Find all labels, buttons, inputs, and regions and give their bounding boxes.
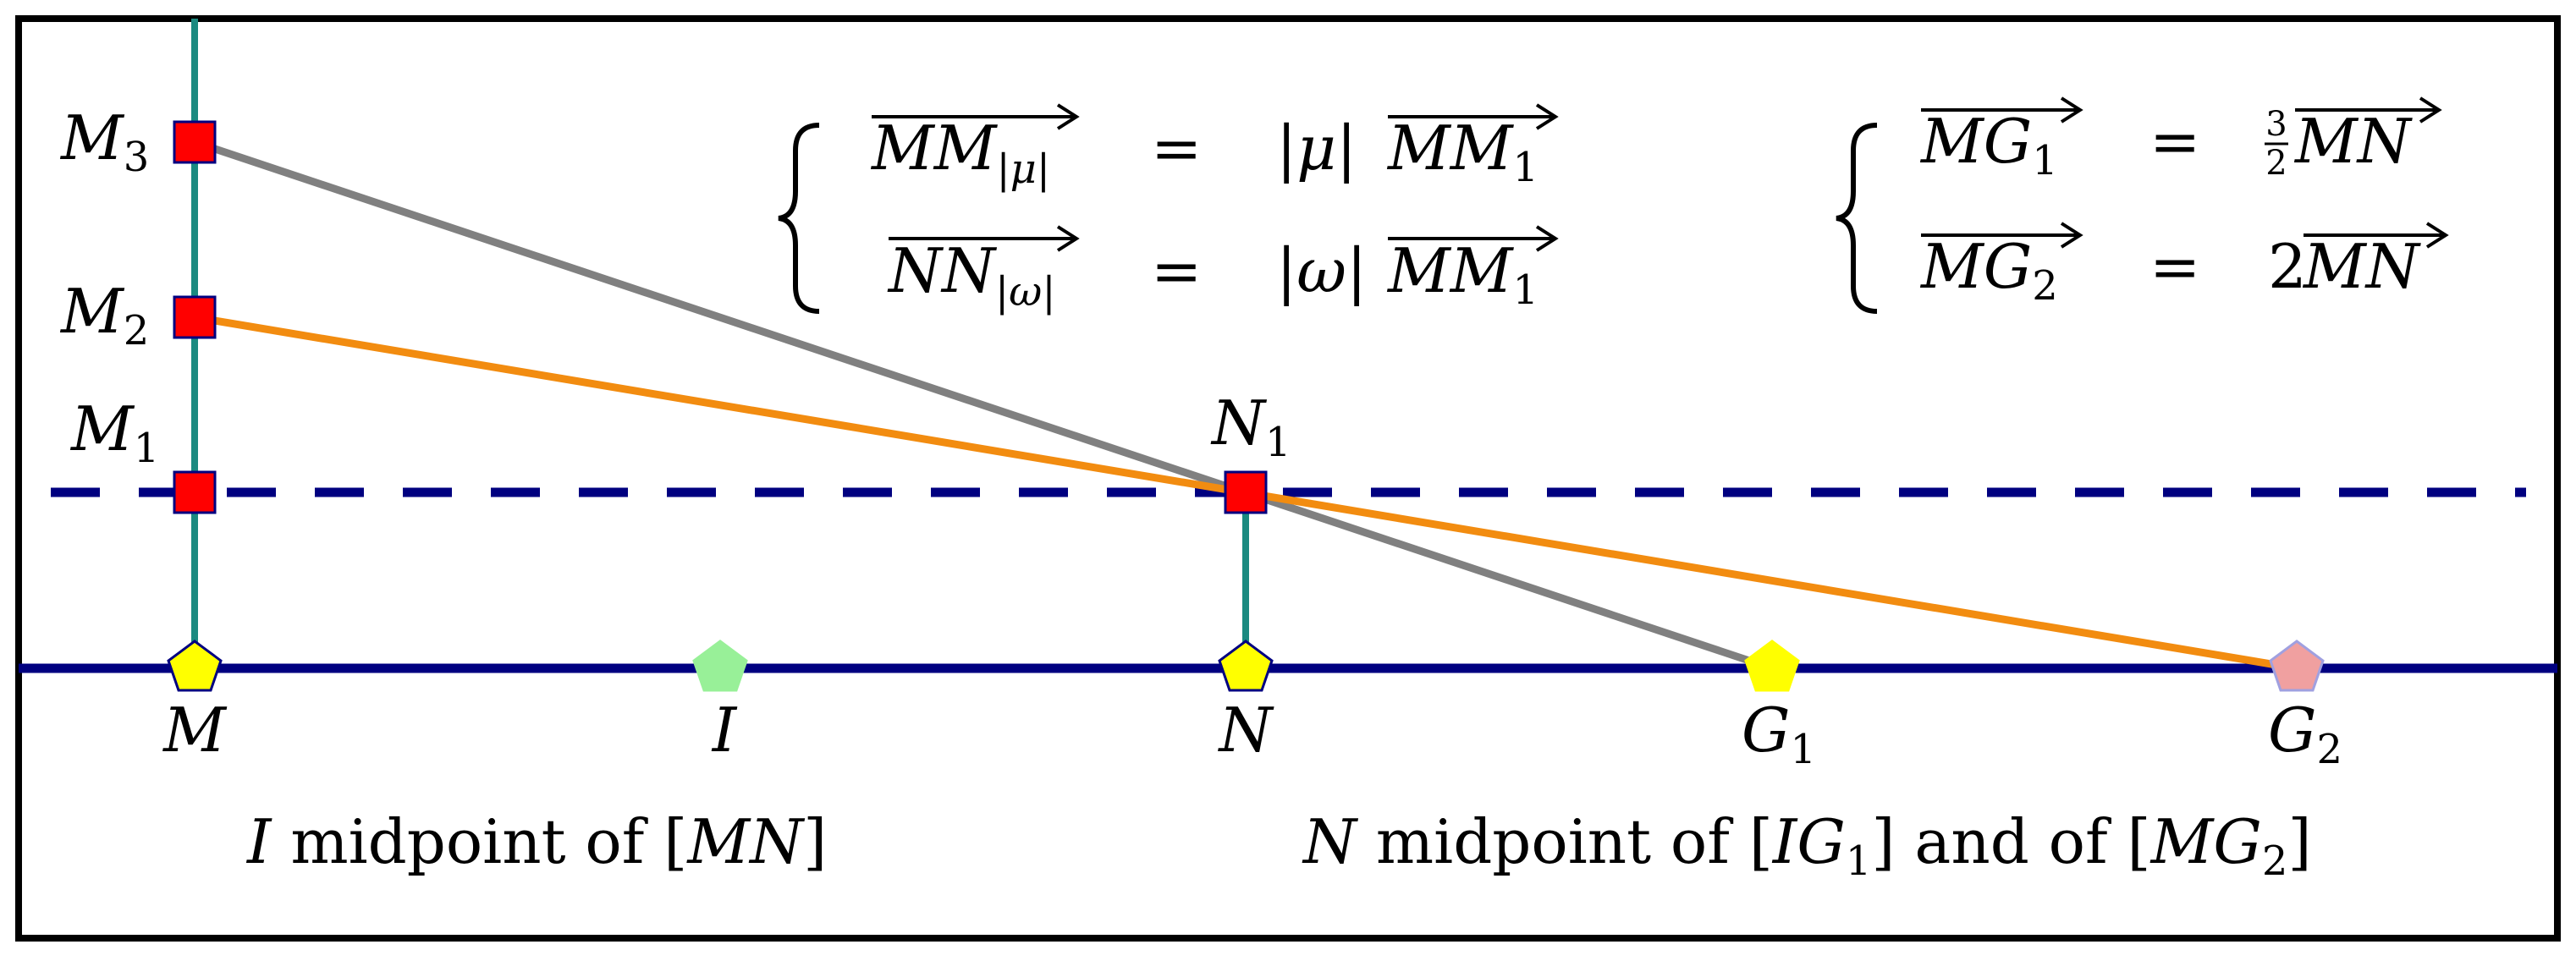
label-M1: M1 <box>69 393 159 472</box>
left-brace <box>778 123 820 314</box>
eq-left-row2-eq: = <box>1151 235 1202 306</box>
point-N1-marker <box>1224 470 1268 514</box>
caption-left: I midpoint of [MN] <box>245 806 827 877</box>
arrowhead <box>1535 225 1559 252</box>
eq-right-row1-rhs: MN <box>2293 106 2414 177</box>
arrowhead <box>1535 103 1559 130</box>
eq-left-row1-coef: |μ| <box>1276 113 1357 184</box>
label-N1: N1 <box>1210 387 1291 466</box>
figure-frame <box>15 15 2561 942</box>
arrowhead <box>2060 222 2083 249</box>
point-M-marker <box>167 640 223 692</box>
eq-left-row2-coef: |ω| <box>1276 235 1367 306</box>
point-G2-marker <box>2269 640 2325 692</box>
caption-right: N midpoint of [IG1] and of [MG2] <box>1302 806 2312 885</box>
equation-system-left: MM|μ| = |μ| MM1 NN|ω| = |ω| MM1 <box>778 103 1559 316</box>
eq-right-row1-frac-num: 3 <box>2265 105 2287 144</box>
label-I: I <box>711 695 738 766</box>
eq-right-row2-lhs: MG2 <box>1919 231 2058 310</box>
eq-right-row2-eq: = <box>2149 231 2200 302</box>
eq-right-row1-frac-den: 2 <box>2265 144 2287 183</box>
label-M: M <box>162 695 228 766</box>
line-M3-G1 <box>193 138 1774 673</box>
arrowhead <box>1056 225 1080 252</box>
point-N-marker <box>1218 640 1274 692</box>
point-M1-marker <box>173 470 217 514</box>
point-M3-marker <box>173 120 217 164</box>
arrowhead <box>2060 96 2083 124</box>
point-G1-marker <box>1744 640 1800 692</box>
eq-left-row2-lhs: NN|ω| <box>887 235 1055 316</box>
eq-right-row1-eq: = <box>2149 106 2200 177</box>
point-I-marker <box>692 640 748 692</box>
label-M3: M3 <box>59 102 149 181</box>
label-G2: G2 <box>2268 695 2342 773</box>
eq-left-row1-rhs: MM1 <box>1386 113 1538 191</box>
eq-right-row2-rhs: MN <box>2302 231 2422 302</box>
eq-left-row1-eq: = <box>1151 113 1202 184</box>
point-M2-marker <box>173 295 217 339</box>
equation-system-right: MG1 = 3 2 MN MG2 = 2 MN <box>1836 96 2449 314</box>
arrowhead <box>2419 96 2442 124</box>
right-brace <box>1836 123 1878 314</box>
label-N: N <box>1218 695 1275 766</box>
eq-right-row1-lhs: MG1 <box>1919 106 2058 184</box>
eq-right-row2-coef: 2 <box>2268 231 2307 302</box>
label-M2: M2 <box>59 276 149 354</box>
eq-left-row2-rhs: MM1 <box>1386 235 1538 314</box>
arrowhead <box>1056 103 1080 130</box>
label-G1: G1 <box>1742 695 1816 773</box>
arrowhead <box>2425 222 2449 249</box>
eq-left-row1-lhs: MM|μ| <box>870 113 1050 193</box>
